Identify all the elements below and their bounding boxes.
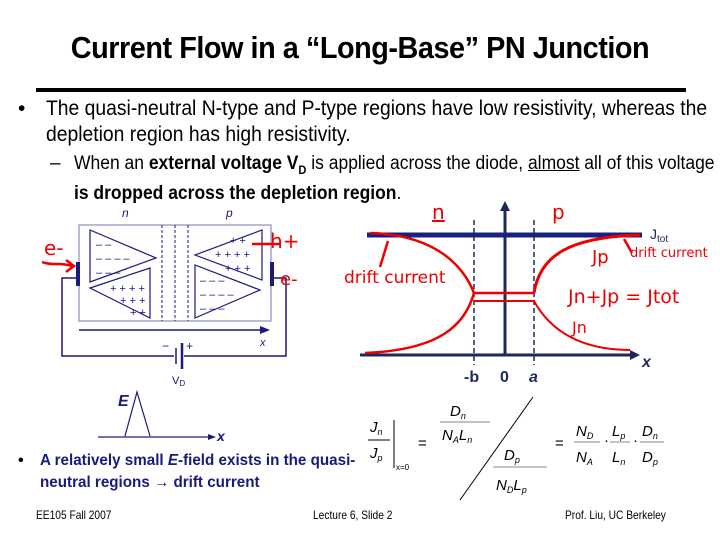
svg-text:– – –: – – – bbox=[96, 267, 121, 279]
n-label: n bbox=[122, 206, 129, 220]
svg-text:NA: NA bbox=[576, 449, 593, 467]
svg-text:+ +: + + bbox=[230, 235, 246, 247]
footer-slide-number: Lecture 6, Slide 2 bbox=[313, 508, 393, 522]
annotation-jp: Jp bbox=[591, 247, 609, 268]
annotation-e-minus-right: e- bbox=[280, 269, 298, 290]
svg-text:+ +: + + bbox=[130, 307, 146, 319]
tick-a: a bbox=[529, 369, 538, 386]
vd-label: VD bbox=[172, 375, 185, 388]
svg-text:Ln: Ln bbox=[612, 449, 625, 467]
footer-author: Prof. Liu, UC Berkeley bbox=[565, 508, 666, 522]
underlined-almost: almost bbox=[527, 153, 580, 174]
svg-text:– – – –: – – – – bbox=[200, 289, 235, 301]
svg-text:NDLp: NDLp bbox=[496, 477, 527, 495]
svg-text:Jn: Jn bbox=[369, 419, 383, 437]
svg-text:– –: – – bbox=[96, 239, 112, 251]
svg-text:Lp: Lp bbox=[612, 423, 625, 441]
svg-text:+ + +: + + + bbox=[120, 295, 145, 307]
bullet-efield: • A relatively small E-field exists in t… bbox=[18, 450, 380, 494]
svg-text:ND: ND bbox=[576, 423, 594, 441]
svg-text:– – – –: – – – – bbox=[96, 253, 131, 265]
text-italic-e: E bbox=[167, 452, 179, 469]
dash-icon: – bbox=[50, 153, 61, 174]
svg-text:NALn: NALn bbox=[442, 427, 472, 445]
sub-bullet-voltage: – When an external voltage VD is applied… bbox=[50, 152, 720, 205]
text-prefix: When an bbox=[74, 153, 149, 174]
slide-title: Current Flow in a “Long-Base” PN Junctio… bbox=[70, 30, 650, 65]
annotation-drift-current-left: drift current bbox=[344, 268, 446, 288]
tick-zero: 0 bbox=[500, 369, 509, 386]
svg-text:+ + +: + + + bbox=[225, 263, 250, 275]
svg-text:– – –: – – – bbox=[200, 303, 225, 315]
tick-neg-b: -b bbox=[464, 369, 479, 386]
annotation-n-region: n bbox=[432, 200, 445, 224]
bold-dropped: is dropped across the depletion region bbox=[74, 182, 397, 204]
vd-subscript: D bbox=[298, 162, 307, 177]
p-label: p bbox=[225, 206, 233, 220]
annotation-h-plus: h+ bbox=[270, 229, 299, 253]
battery-plus: + bbox=[186, 339, 193, 353]
svg-text:+ + + +: + + + + bbox=[110, 283, 145, 295]
bold-external-voltage: external voltage V bbox=[148, 153, 299, 174]
jtot-label: Jtot bbox=[650, 226, 668, 245]
svg-text:·: · bbox=[604, 432, 609, 449]
x-axis-label: x bbox=[641, 354, 652, 371]
annotation-e-minus: e- bbox=[44, 236, 64, 260]
svg-text:=: = bbox=[418, 435, 427, 452]
e-field-label: E bbox=[118, 393, 130, 410]
x-axis-label: x bbox=[259, 337, 266, 349]
annotation-p-region: p bbox=[552, 200, 565, 224]
svg-text:x=0: x=0 bbox=[396, 463, 410, 472]
svg-text:·: · bbox=[633, 432, 638, 449]
svg-text:Dn: Dn bbox=[450, 403, 466, 421]
text-part1: A relatively small bbox=[40, 452, 168, 469]
svg-text:=: = bbox=[555, 435, 564, 452]
svg-text:Jp: Jp bbox=[369, 445, 383, 463]
svg-text:Dp: Dp bbox=[504, 447, 520, 465]
text-mid: is applied across the diode, bbox=[306, 153, 528, 174]
e-x-label: x bbox=[216, 428, 226, 444]
footer-course: EE105 Fall 2007 bbox=[36, 508, 112, 522]
annotation-drift-current-right: drift current bbox=[630, 246, 708, 261]
bullet-icon: • bbox=[18, 452, 24, 469]
bullet-icon: • bbox=[18, 97, 26, 120]
current-ratio-equation: Jn Jp x=0 = Dn NALn Dp NDLp = ND NA · Lp… bbox=[368, 396, 664, 501]
battery-minus: − bbox=[162, 339, 169, 353]
text-part2: -field exists in the quasi-neutral regio… bbox=[40, 452, 356, 491]
title-rule bbox=[36, 88, 686, 92]
svg-text:Dn: Dn bbox=[642, 423, 658, 441]
text-suffix: . bbox=[396, 182, 402, 204]
sub-bullet-text: When an external voltage VD is applied a… bbox=[74, 152, 718, 205]
text-mid2: all of this voltage bbox=[579, 153, 715, 174]
svg-text:– – –: – – – bbox=[200, 275, 225, 287]
pn-junction-device-diagram: n p – – – – – – – – – + + + + + + + + + … bbox=[41, 206, 299, 444]
svg-text:+ + + +: + + + + bbox=[215, 249, 250, 261]
current-density-plot: x Jtot -b 0 a n p drift current Jp drift… bbox=[344, 200, 708, 386]
bullet-resistivity: • The quasi-neutral N-type and P-type re… bbox=[18, 96, 708, 148]
annotation-jn: Jn bbox=[571, 318, 587, 337]
bullet-efield-text: A relatively small E-field exists in the… bbox=[40, 450, 363, 494]
bullet-text: The quasi-neutral N-type and P-type regi… bbox=[46, 97, 708, 146]
annotation-sum: Jn+Jp = Jtot bbox=[567, 286, 679, 308]
svg-text:Dp: Dp bbox=[642, 449, 658, 467]
